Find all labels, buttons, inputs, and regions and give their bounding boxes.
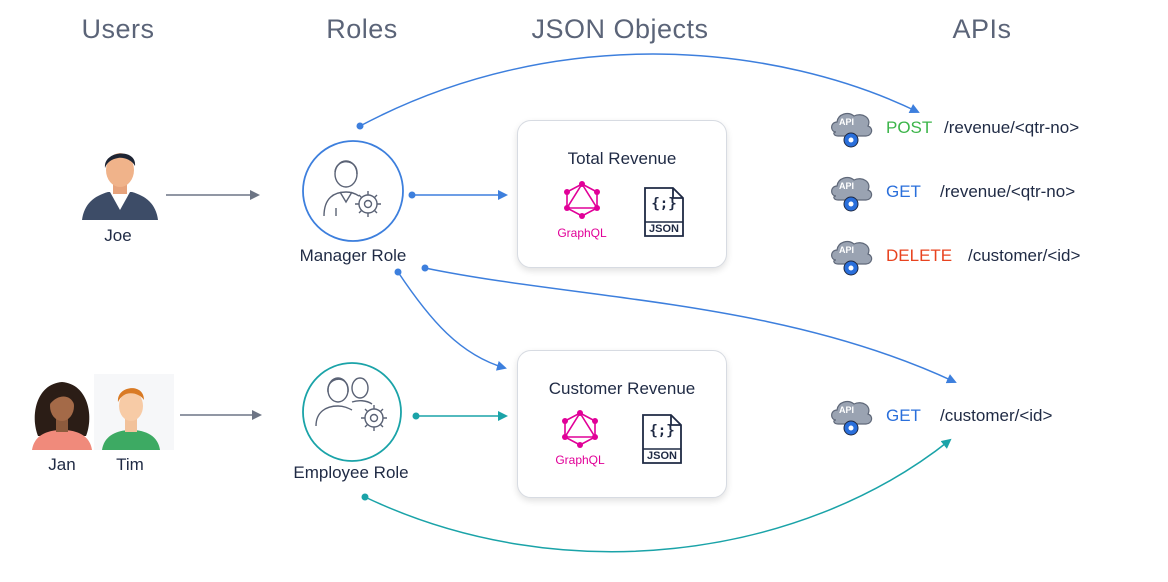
api-cloud-icon: API xyxy=(828,108,874,148)
api-cloud-icon: API xyxy=(828,396,874,436)
header-users: Users xyxy=(81,14,155,44)
graphql-label-customer: GraphQL xyxy=(555,453,605,467)
json-label-total: JSON xyxy=(649,223,679,235)
api-path: /revenue/<qtr-no> xyxy=(944,118,1080,137)
joe-avatar xyxy=(82,153,158,220)
json-object-total-revenue: Total Revenue xyxy=(517,120,727,268)
api-method: DELETE xyxy=(886,246,953,265)
user-label-jan: Jan xyxy=(48,455,76,474)
api-path: /customer/<id> xyxy=(940,406,1053,425)
tim-avatar xyxy=(94,374,174,450)
api-row: API GET /revenue/<qtr-no> xyxy=(828,176,1076,212)
api-path: /revenue/<qtr-no> xyxy=(940,182,1076,201)
json-label-customer: JSON xyxy=(647,450,677,462)
json-file-icon xyxy=(642,414,682,464)
arrow-manager-to-get-customer-api xyxy=(421,264,957,384)
json-braces-total: {;} xyxy=(651,196,677,212)
json-file-icon xyxy=(644,187,684,237)
role-label-employee: Employee Role xyxy=(293,463,409,482)
json-object-customer-revenue: Customer Revenue xyxy=(517,350,727,498)
api-path: /customer/<id> xyxy=(968,246,1081,265)
api-row: API DELETE /customer/<id> xyxy=(828,240,1081,276)
api-badge: API xyxy=(839,117,855,127)
arrow-employee-to-get-customer-api xyxy=(361,438,952,553)
card-title-total-revenue: Total Revenue xyxy=(567,149,677,168)
employee-role-icon xyxy=(302,362,402,462)
api-row: API POST /revenue/<qtr-no> xyxy=(828,112,1080,148)
graphql-label-total: GraphQL xyxy=(557,226,607,240)
jan-avatar xyxy=(32,382,92,450)
arrow-manager-to-customer xyxy=(394,268,507,371)
api-cloud-icon: API xyxy=(828,236,874,276)
api-row: API GET /customer/<id> xyxy=(828,400,1053,436)
api-badge: API xyxy=(839,405,855,415)
graphql-icon xyxy=(562,410,598,448)
header-json-objects: JSON Objects xyxy=(531,14,709,44)
api-method: POST xyxy=(886,118,933,137)
header-roles: Roles xyxy=(326,14,398,44)
role-label-manager: Manager Role xyxy=(299,246,407,265)
api-method: GET xyxy=(886,406,921,425)
graphql-icon xyxy=(564,181,600,219)
manager-role-icon xyxy=(302,140,404,242)
user-label-joe: Joe xyxy=(104,226,132,245)
card-title-customer-revenue: Customer Revenue xyxy=(548,379,696,398)
user-label-tim: Tim xyxy=(116,455,144,474)
arrow-manager-to-post-api xyxy=(356,53,920,130)
api-cloud-icon: API xyxy=(828,172,874,212)
header-apis: APIs xyxy=(952,14,1012,44)
api-badge: API xyxy=(839,181,855,191)
api-badge: API xyxy=(839,245,855,255)
api-method: GET xyxy=(886,182,921,201)
json-braces-customer: {;} xyxy=(649,423,675,439)
